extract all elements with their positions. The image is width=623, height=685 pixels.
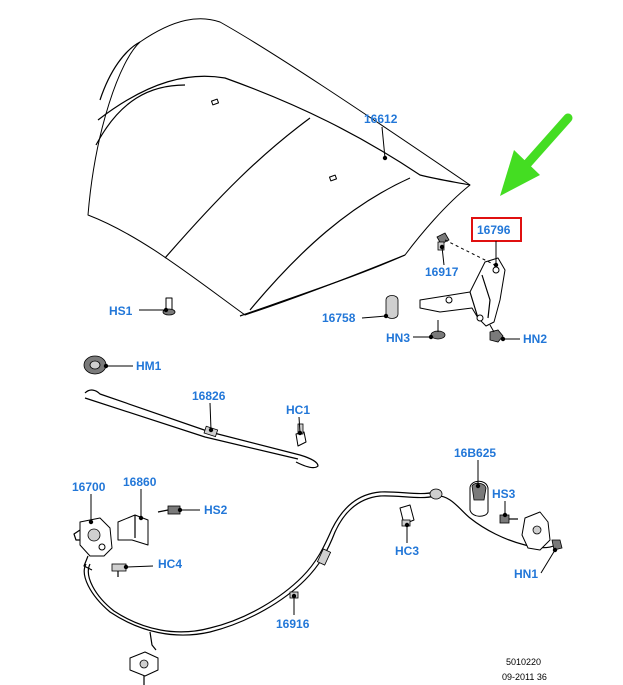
footer-date: 09-2011 36 (502, 672, 547, 682)
grommet-hm1 (83, 355, 107, 375)
cable-end-clip (429, 488, 443, 500)
bolt-hs2 (157, 505, 181, 515)
label-hc3: HC3 (395, 544, 419, 558)
nut-hn3 (430, 320, 446, 340)
footer-code: 5010220 (506, 657, 541, 667)
release-lever-bracket (521, 511, 563, 551)
label-16612: 16612 (364, 112, 398, 126)
label-hs3: HS3 (492, 487, 516, 501)
lower-latch-fitting (129, 651, 159, 685)
label-hs2: HS2 (204, 503, 228, 517)
hood-hinge (419, 257, 506, 327)
hood-stop-hs1 (162, 297, 176, 316)
release-handle (469, 480, 489, 517)
screw-hs3 (499, 514, 518, 524)
leader-lines (88, 126, 558, 615)
clip-hc4 (111, 563, 127, 577)
label-hn3: HN3 (386, 331, 410, 345)
hood-panel (87, 18, 471, 317)
label-16860: 16860 (123, 475, 157, 489)
label-16917: 16917 (425, 265, 459, 279)
label-16916: 16916 (276, 617, 310, 631)
hood-latch (73, 517, 113, 571)
pointer-arrow (500, 113, 573, 196)
label-16b625: 16B625 (454, 446, 496, 460)
label-16700: 16700 (72, 480, 106, 494)
label-hn2: HN2 (523, 332, 547, 346)
latch-bracket-16860 (117, 514, 149, 546)
label-hn1: HN1 (514, 567, 538, 581)
label-16826: 16826 (192, 389, 226, 403)
label-hs1: HS1 (109, 304, 133, 318)
nut-hn2 (489, 324, 504, 343)
label-16796: 16796 (477, 223, 511, 237)
prop-rod-clip-hc1 (295, 423, 307, 447)
label-hc4: HC4 (158, 557, 182, 571)
label-hm1: HM1 (136, 359, 162, 373)
label-16758: 16758 (322, 311, 356, 325)
label-hc1: HC1 (286, 403, 310, 417)
callout-labels: 16612 16796 16917 HS1 16758 HN3 HN2 HM1 … (72, 112, 547, 631)
